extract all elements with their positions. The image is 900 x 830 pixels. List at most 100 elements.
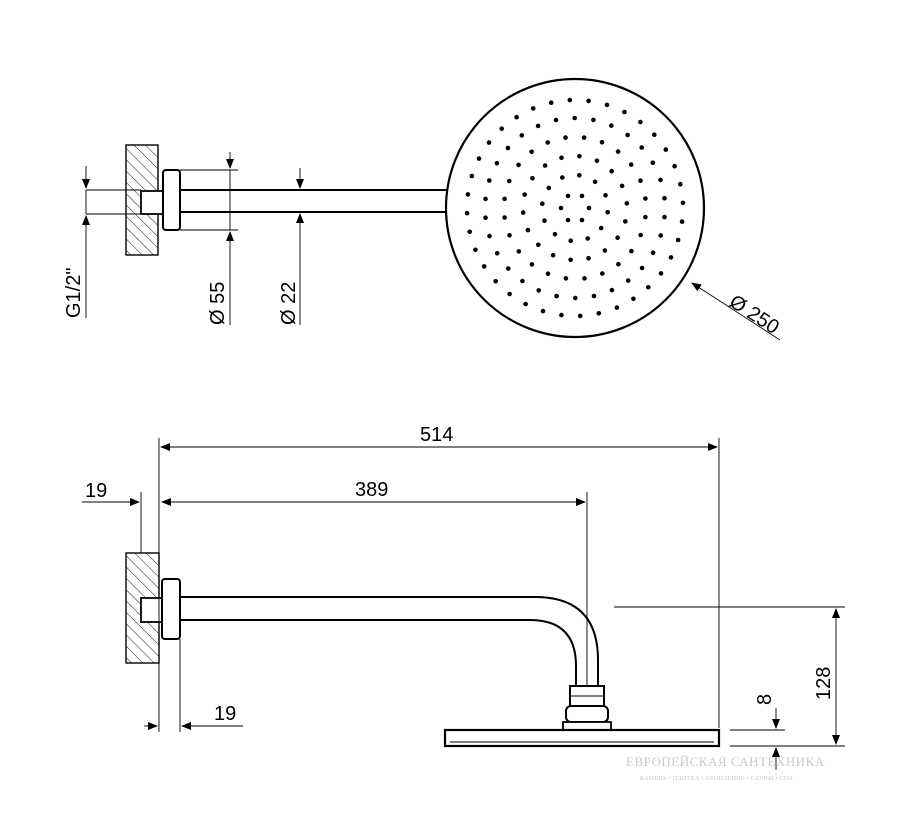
nozzle-dot (493, 279, 499, 284)
nozzle-dot (545, 271, 551, 277)
nozzle-dot (494, 251, 500, 256)
total-length-dimension: 514 (160, 424, 718, 451)
flange-diameter-label: Ø 55 (207, 282, 229, 325)
nozzle-dot (679, 219, 685, 224)
nozzle-dot (507, 178, 512, 184)
nozzle-dot (520, 210, 526, 215)
nozzle-dot (672, 163, 677, 169)
nozzle-dot (494, 161, 500, 166)
nozzle-dot (540, 201, 545, 206)
nozzle-dot (662, 214, 667, 220)
nozzle-dot (499, 126, 505, 131)
nozzle-dot (545, 140, 550, 145)
nozzle-dots (464, 97, 686, 319)
nozzle-dot (592, 179, 598, 185)
nozzle-dot (638, 119, 643, 125)
nozzle-dot (646, 285, 651, 290)
nozzle-dot (639, 145, 644, 150)
side-thread-stub (140, 597, 164, 623)
nozzle-dot (650, 250, 656, 255)
nozzle-dot (609, 123, 614, 128)
nozzle-dot (622, 109, 627, 115)
nozzle-dot (586, 255, 591, 261)
nozzle-dot (565, 217, 571, 223)
nozzle-dot (662, 196, 667, 201)
nozzle-dot (505, 145, 511, 151)
nozzle-dot (522, 192, 527, 197)
nozzle-dot (615, 149, 621, 154)
nozzle-dot (536, 288, 541, 293)
nozzle-dot (643, 196, 648, 201)
top-flange (162, 169, 181, 231)
nozzle-dot (603, 193, 608, 198)
nozzle-dot (516, 249, 522, 254)
shower-head-side (443, 728, 721, 748)
total-length-label: 514 (420, 424, 453, 446)
nozzle-dot (658, 271, 664, 276)
nozzle-dot (600, 271, 605, 276)
top-arm (179, 189, 449, 213)
nozzle-dot (568, 257, 573, 263)
nozzle-dot (658, 177, 663, 183)
head-thickness-dimension: 8 (730, 694, 785, 770)
nozzle-dot (473, 247, 478, 253)
side-arm (180, 596, 599, 686)
nozzle-dot (625, 132, 630, 138)
nozzle-dot (530, 106, 536, 111)
nozzle-dot (546, 185, 552, 191)
top-thread-stub (140, 190, 164, 215)
nozzle-dot (615, 235, 620, 240)
nozzle-dot (487, 178, 492, 183)
nozzle-dot (663, 147, 669, 152)
nozzle-dot (605, 210, 610, 215)
wall-flange-label: 19 (85, 480, 107, 502)
nozzle-dot (616, 261, 621, 267)
nozzle-dot (486, 140, 492, 145)
ball-joint (565, 705, 609, 723)
nozzle-dot (577, 173, 582, 178)
nozzle-dot (638, 178, 643, 183)
nozzle-dot (609, 287, 615, 293)
nozzle-dot (483, 215, 488, 220)
nozzle-dot (535, 123, 541, 129)
total-height-dimension: 128 (614, 606, 845, 747)
arm-length-label: 389 (355, 479, 388, 501)
shower-head-top (444, 77, 706, 339)
nozzle-dot (596, 311, 602, 316)
nozzle-dot (520, 278, 525, 284)
nozzle-dot (464, 210, 470, 216)
nozzle-dot (514, 114, 519, 120)
nozzle-dot (675, 237, 681, 243)
nozzle-dot (542, 218, 547, 223)
arm-length-dimension: 389 (161, 479, 586, 506)
nozzle-dot (530, 176, 535, 181)
nozzle-dot (577, 313, 583, 319)
head-diameter-dimension: Ø 250 (691, 282, 783, 341)
nozzle-dot (631, 296, 636, 302)
nozzle-dot (579, 193, 585, 199)
nozzle-dot (525, 227, 531, 233)
nozzle-dot (476, 156, 482, 161)
nozzle-dot (550, 252, 556, 258)
nozzle-dot (591, 117, 596, 123)
thread-dimension: G1/2" (63, 166, 141, 318)
nozzle-dot (559, 155, 564, 161)
nozzle-dot (519, 133, 525, 138)
nozzle-dot (591, 293, 597, 299)
nozzle-dot (572, 115, 577, 121)
nozzle-dot (650, 160, 656, 165)
nozzle-dot (678, 181, 683, 187)
nozzle-dot (582, 276, 587, 281)
nozzle-dot (483, 196, 488, 202)
nozzle-dot (465, 192, 471, 197)
nozzle-dot (573, 295, 578, 301)
nozzle-dot (565, 193, 571, 199)
nozzle-dot (594, 158, 600, 164)
nozzle-dot (604, 102, 610, 108)
nozzle-dot (529, 149, 534, 155)
nozzle-dot (467, 229, 473, 235)
arm-diameter-label: Ø 22 (278, 282, 300, 325)
side-view: 514 389 19 19 128 8 (82, 424, 845, 770)
flange-depth-dimension: 19 (144, 703, 243, 730)
nozzle-dot (502, 215, 507, 220)
